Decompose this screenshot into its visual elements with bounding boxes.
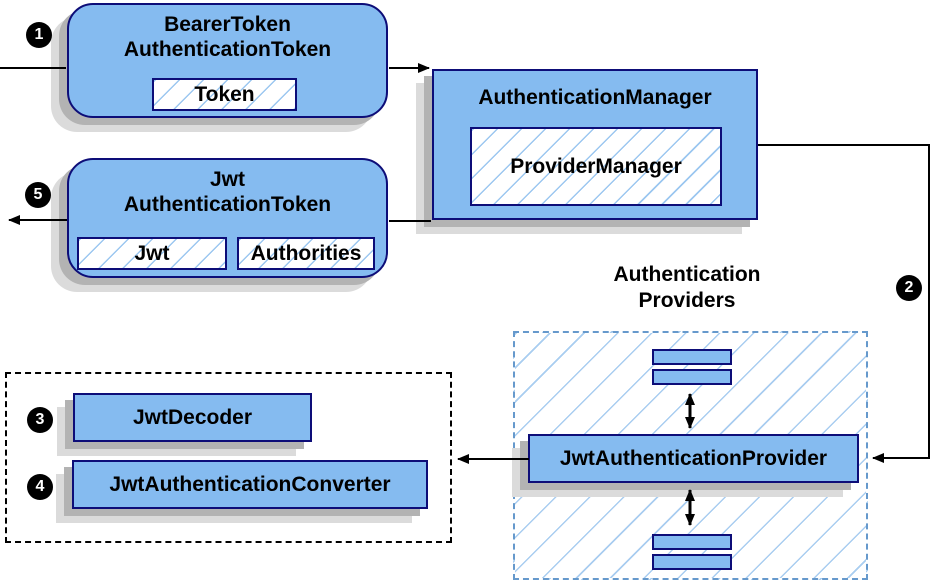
authentication-manager-title: AuthenticationManager — [478, 86, 712, 109]
provider-manager-field: ProviderManager — [470, 127, 722, 206]
provider-stub-bottom-2 — [652, 554, 732, 570]
provider-stub-top-1 — [652, 349, 732, 365]
bearer-token-title-line1: BearerToken — [164, 13, 291, 36]
jwt-token-title-line2: AuthenticationToken — [123, 193, 332, 216]
jwt-token-title-line1: Jwt — [209, 168, 245, 191]
step-5-badge: 5 — [25, 182, 51, 208]
provider-stub-bottom-1 — [652, 534, 732, 550]
jwt-token-node-title: Jwt AuthenticationToken — [69, 160, 386, 217]
authentication-providers-label-line1: Authentication — [613, 263, 761, 286]
step-3-badge: 3 — [27, 407, 53, 433]
step-2-badge: 2 — [896, 275, 922, 301]
jwt-decoder-node: JwtDecoder — [73, 393, 312, 442]
jwt-authentication-provider-node: JwtAuthenticationProvider — [528, 434, 859, 483]
provider-stub-top-2 — [652, 369, 732, 385]
token-field: Token — [152, 78, 297, 111]
bearer-token-node-title: BearerToken AuthenticationToken — [69, 5, 386, 62]
jwt-authentication-converter-node: JwtAuthenticationConverter — [72, 460, 428, 509]
jwt-field: Jwt — [77, 237, 227, 270]
step-1-badge: 1 — [26, 22, 52, 48]
bearer-token-title-line2: AuthenticationToken — [123, 38, 332, 61]
authentication-providers-label-line2: Providers — [638, 289, 736, 312]
authentication-providers-label: Authentication Providers — [567, 262, 807, 314]
step-4-badge: 4 — [27, 474, 53, 500]
authorities-field: Authorities — [237, 237, 375, 270]
